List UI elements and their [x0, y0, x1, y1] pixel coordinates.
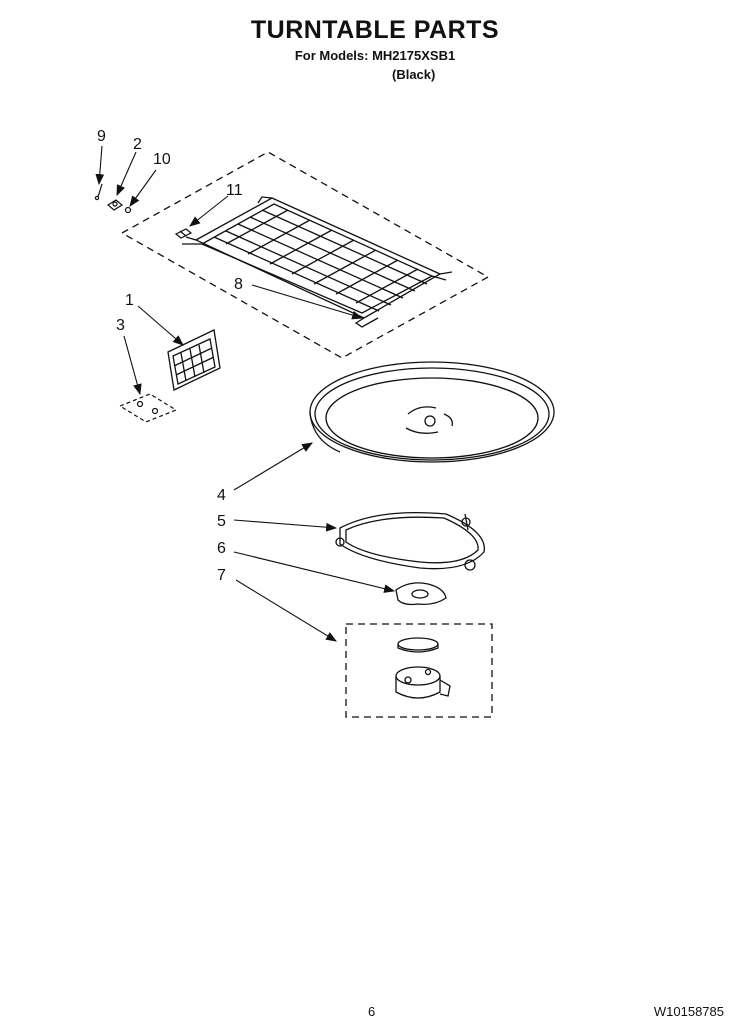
document-number: W10158785 [653, 1004, 724, 1019]
callout-11: 11 [226, 182, 243, 199]
callout-4: 4 [217, 487, 226, 504]
panel-part [167, 329, 221, 391]
turntable-motor [395, 637, 451, 699]
callout-9: 9 [97, 128, 106, 145]
plate-part [118, 393, 178, 423]
roller-ring [335, 512, 485, 571]
callout-2: 2 [133, 136, 142, 153]
motor-assembly-dashed-box [345, 623, 493, 718]
callout-6: 6 [217, 540, 226, 557]
callout-7: 7 [217, 567, 226, 584]
rack-assembly-dashed-box [120, 151, 490, 359]
callout-8: 8 [234, 276, 243, 293]
callout-1: 1 [125, 292, 134, 309]
small-hardware [94, 183, 132, 214]
page-number: 6 [368, 1004, 376, 1019]
callout-5: 5 [217, 513, 226, 530]
coupler [395, 582, 447, 606]
leader-lines [95, 145, 396, 642]
turntable-tray [309, 361, 555, 463]
rack-support [174, 228, 193, 239]
color-variant: (Black) [392, 67, 436, 82]
callout-3: 3 [116, 317, 125, 334]
page-title: TURNTABLE PARTS [250, 16, 500, 44]
callout-10: 10 [153, 151, 171, 168]
models-label: For Models: MH2175XSB1 [294, 48, 456, 63]
cooking-rack [182, 196, 453, 328]
